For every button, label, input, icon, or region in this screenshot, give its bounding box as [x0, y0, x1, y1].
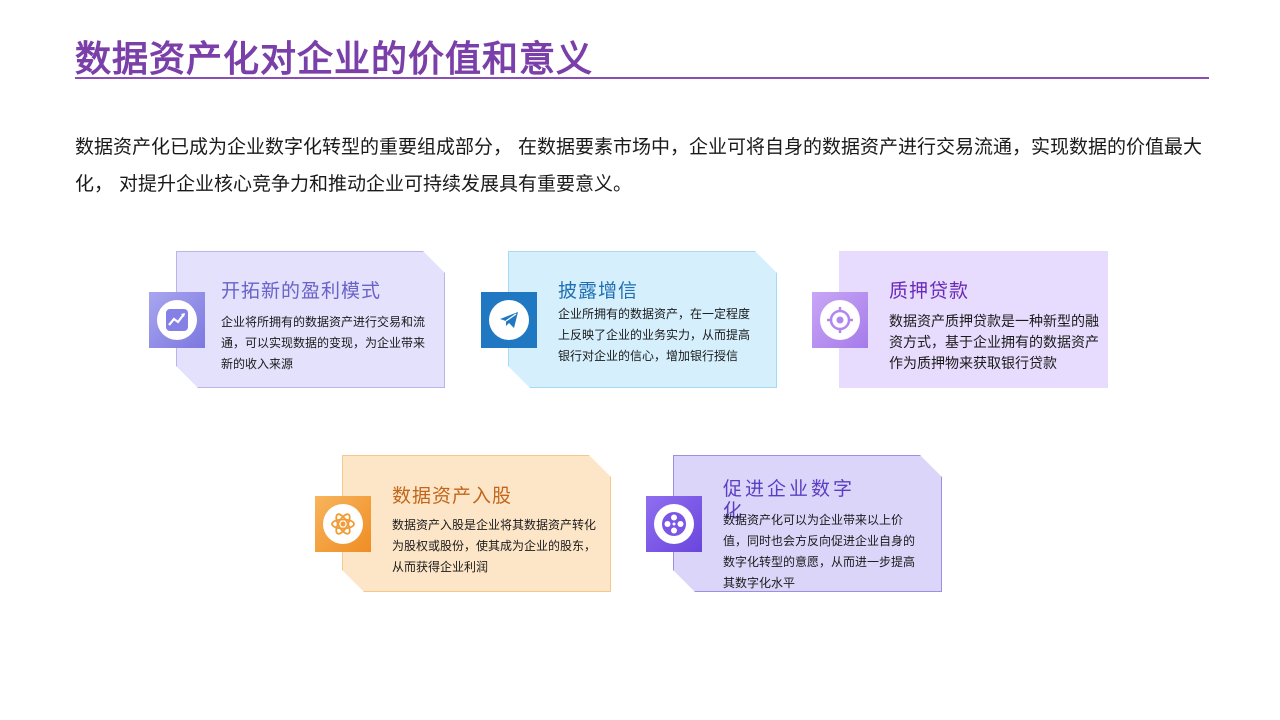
chart-growth-icon	[149, 292, 205, 348]
card-disclosure-credit: 披露增信 企业所拥有的数据资产，在一定程度上反映了企业的业务实力，从而提高银行对…	[508, 251, 777, 388]
card-text: 数据资产化可以为企业带来以上价值，同时也会方反向促进企业自身的数字化转型的意愿，…	[723, 513, 916, 590]
card-new-profit-model: 开拓新的盈利模式 企业将所拥有的数据资产进行交易和流通，可以实现数据的变现，为企…	[176, 251, 445, 388]
card-title: 质押贷款	[889, 280, 970, 302]
card-title: 开拓新的盈利模式	[221, 280, 382, 302]
card-title: 促进企业数字化	[723, 478, 856, 522]
paper-plane-icon	[481, 292, 537, 348]
card-data-equity: 数据资产入股 数据资产入股是企业将其数据资产转化为股权或股份，使其成为企业的股东…	[342, 455, 611, 592]
film-reel-icon	[646, 496, 702, 552]
card-text: 数据资产入股是企业将其数据资产转化为股权或股份，使其成为企业的股东，从而获得企业…	[392, 518, 597, 574]
atom-icon	[315, 496, 371, 552]
target-icon	[812, 292, 868, 348]
title-divider	[75, 77, 1209, 79]
page-title: 数据资产化对企业的价值和意义	[75, 39, 594, 80]
card-text: 数据资产质押贷款是一种新型的融资方式，基于企业拥有的数据资产作为质押物来获取银行…	[889, 314, 1099, 372]
card-text: 企业将所拥有的数据资产进行交易和流通，可以实现数据的变现，为企业带来新的收入来源	[221, 315, 426, 371]
card-text: 企业所拥有的数据资产，在一定程度上反映了企业的业务实力，从而提高银行对企业的信心…	[558, 307, 751, 363]
intro-paragraph: 数据资产化已成为企业数字化转型的重要组成部分， 在数据要素市场中，企业可将自身的…	[75, 136, 1203, 195]
card-title: 披露增信	[558, 280, 639, 302]
card-pledge-loan: 质押贷款 数据资产质押贷款是一种新型的融资方式，基于企业拥有的数据资产作为质押物…	[839, 251, 1108, 388]
card-title: 数据资产入股	[392, 485, 513, 507]
card-promote-digitalization: 促进企业数字化 数据资产化可以为企业带来以上价值，同时也会方反向促进企业自身的数…	[673, 455, 942, 592]
